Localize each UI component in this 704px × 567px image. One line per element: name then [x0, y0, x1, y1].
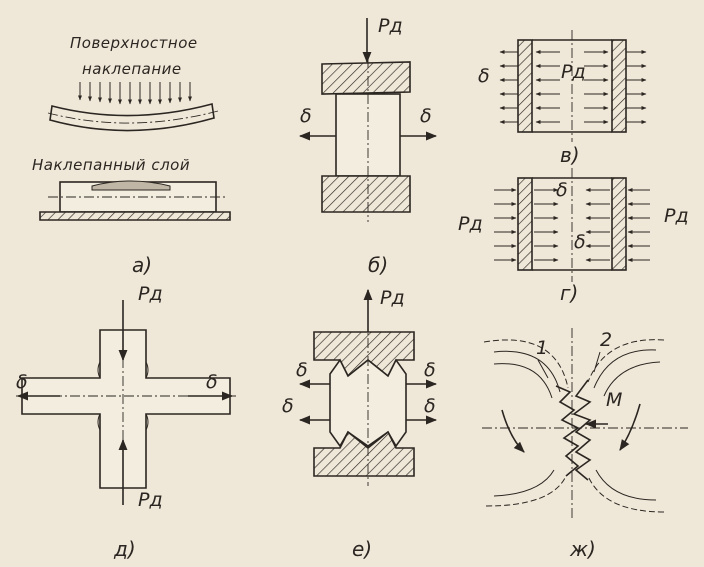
gear-number-2: 2 [600, 329, 612, 351]
pressure-arrows-inward [494, 188, 650, 262]
delta-right: δ [420, 105, 432, 127]
peening-shot-arrows [78, 82, 192, 105]
delta-e-r1: δ [424, 359, 436, 381]
panel-v: δ Pд в) [478, 30, 647, 167]
gear-number-1: 1 [536, 337, 548, 359]
mesh-teeth-right [572, 379, 592, 481]
pressure-arrows-outward [499, 50, 647, 124]
panel-a: Поверхностное наклепание Наклепанный сло… [32, 34, 231, 277]
peened-layer [91, 180, 171, 191]
caption-b: б) [368, 253, 388, 277]
bent-plate [49, 102, 215, 132]
force-right-g: Pд [664, 205, 689, 227]
moment-label: M [606, 389, 622, 411]
caption-e: е) [352, 537, 372, 561]
label-peened-layer: Наклепанный слой [32, 156, 190, 174]
panel-b: Pд δ δ б) [298, 15, 438, 277]
force-v: Pд [561, 61, 586, 83]
delta-left-d: δ [16, 371, 28, 393]
panel-d: Pд Pд δ δ д) [16, 283, 236, 561]
caption-v: в) [560, 143, 580, 167]
panel-zh: 1 2 M ж) [482, 328, 688, 561]
label-surface-peening-1: Поверхностное [70, 34, 198, 52]
caption-g: г) [560, 281, 578, 305]
lower-die [321, 175, 411, 213]
cross-specimen [21, 329, 231, 489]
force-label: Pд [378, 15, 403, 37]
rotation-arrow-1 [501, 409, 525, 453]
force-left-g: Pд [458, 213, 483, 235]
plate-left-g [517, 177, 533, 271]
delta-right-d: δ [206, 371, 218, 393]
force-top-d: Pд [138, 283, 163, 305]
caption-a: а) [132, 253, 152, 277]
plate-left [517, 39, 533, 133]
rotation-arrow-2 [619, 403, 641, 451]
delta-e-l1: δ [296, 359, 308, 381]
delta-top-g: δ [556, 179, 568, 201]
plate-right [611, 39, 627, 133]
ground-hatch [39, 211, 231, 221]
force-bottom-d: Pд [138, 489, 163, 511]
force-e: Pд [380, 287, 405, 309]
panel-e: Pд δ δ δ δ е) [282, 287, 438, 561]
caption-zh: ж) [569, 537, 596, 561]
delta-v: δ [478, 65, 490, 87]
delta-bottom-g: δ [574, 231, 586, 253]
delta-e-r2: δ [424, 395, 436, 417]
upper-die [321, 61, 411, 95]
plate-right-g [611, 177, 627, 271]
label-surface-peening-2: наклепание [82, 60, 182, 78]
mesh-teeth-left [555, 385, 580, 477]
delta-left: δ [300, 105, 312, 127]
lower-die-e [313, 430, 415, 477]
caption-d: д) [113, 537, 136, 561]
delta-e-l2: δ [282, 395, 294, 417]
panel-g: δ δ Pд Pд г) [458, 168, 689, 305]
